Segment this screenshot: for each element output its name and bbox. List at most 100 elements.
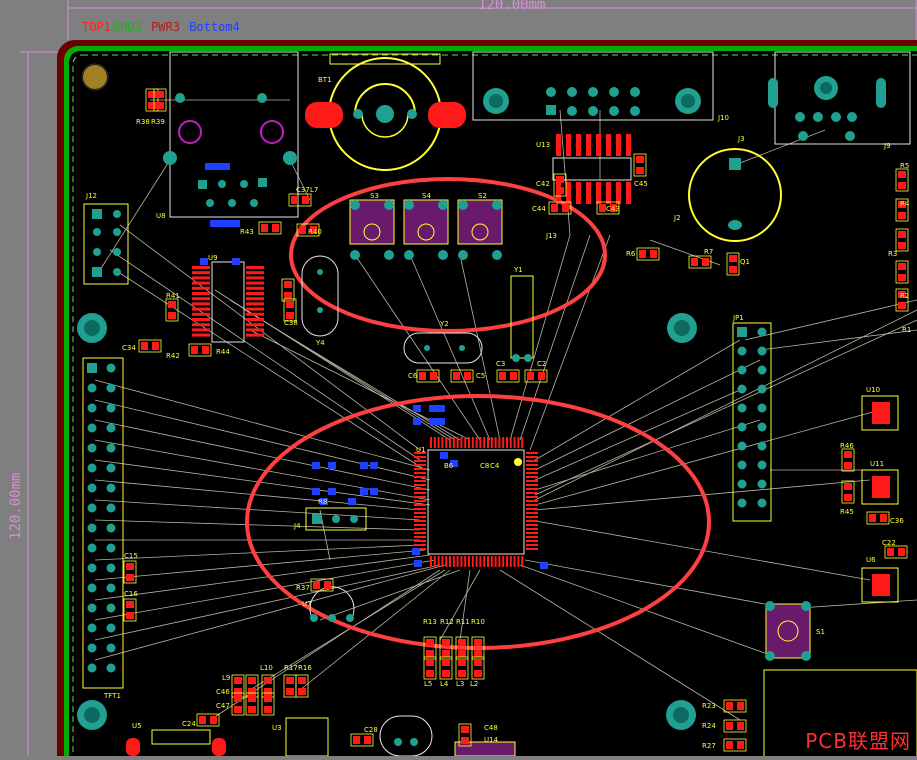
designator-u11: U11 bbox=[870, 460, 884, 468]
designator-c22: C22 bbox=[882, 539, 896, 547]
designator-c36: C36 bbox=[890, 517, 904, 525]
designator-y2: Y2 bbox=[439, 320, 449, 328]
designator-j2: J2 bbox=[673, 214, 681, 222]
designator-r46: R46 bbox=[840, 442, 854, 450]
designator-j4: J4 bbox=[293, 522, 301, 530]
designator-l7: L7 bbox=[310, 186, 318, 194]
designator-y1: Y1 bbox=[513, 266, 523, 274]
designator-r7: R7 bbox=[704, 248, 713, 256]
component-JP1[interactable] bbox=[732, 322, 772, 522]
designator-r43: R43 bbox=[240, 228, 254, 236]
highlight-ellipses bbox=[245, 177, 711, 650]
layer-gnd-label[interactable]: GND2 bbox=[112, 20, 142, 34]
component-S3 bbox=[349, 199, 395, 260]
designator-u8: U8 bbox=[156, 212, 166, 220]
designator-j10: J10 bbox=[717, 114, 729, 122]
designator-r44: R44 bbox=[216, 348, 230, 356]
designator-r13: R13 bbox=[423, 618, 437, 626]
designator-u10: U10 bbox=[866, 386, 880, 394]
designator-l3: L3 bbox=[456, 680, 464, 688]
designator-s2: S2 bbox=[478, 192, 487, 200]
right-ics[interactable] bbox=[861, 395, 899, 603]
bottom-parts[interactable] bbox=[126, 669, 917, 760]
component-S2 bbox=[457, 199, 503, 260]
designator-bt1: BT1 bbox=[318, 76, 332, 84]
dimension-lines bbox=[20, 0, 917, 756]
designator-b6: B6 bbox=[444, 462, 454, 470]
component-U8[interactable] bbox=[163, 51, 299, 227]
designator-c2: C2 bbox=[537, 360, 546, 368]
smd-passives[interactable] bbox=[123, 88, 909, 752]
designator-r16: R16 bbox=[298, 664, 312, 672]
designator-j3: J3 bbox=[737, 135, 745, 143]
designator-l5: L5 bbox=[424, 680, 432, 688]
component-J4[interactable] bbox=[305, 507, 367, 531]
designator-c45: C45 bbox=[634, 180, 648, 188]
designator-c48: C48 bbox=[484, 724, 498, 732]
component-J9[interactable] bbox=[768, 51, 911, 145]
layer-pwr-label[interactable]: PWR3 bbox=[151, 20, 180, 34]
designator-u7: U7 bbox=[302, 600, 312, 608]
designator-c47: C47 bbox=[216, 702, 230, 710]
ratsnest-lines bbox=[94, 99, 917, 721]
designator-c3: C3 bbox=[496, 360, 505, 368]
designator-u3: U3 bbox=[272, 724, 282, 732]
designator-c24: C24 bbox=[182, 720, 196, 728]
bottom-layer-pads bbox=[200, 258, 548, 569]
component-J12[interactable] bbox=[83, 203, 129, 285]
designator-r24: R24 bbox=[702, 722, 716, 730]
height-dimension-label: 120.00mm bbox=[8, 472, 24, 540]
designator-c15: C15 bbox=[124, 552, 138, 560]
designator-u14: U14 bbox=[484, 736, 499, 744]
component-TFT1[interactable] bbox=[82, 357, 124, 689]
designator-c8: C8 bbox=[480, 462, 489, 470]
designator-j9: J9 bbox=[883, 142, 891, 150]
designator-c34: C34 bbox=[122, 344, 136, 352]
designator-l2: L2 bbox=[470, 680, 478, 688]
designator-c37: C37 bbox=[296, 186, 310, 194]
designator-r23: R23 bbox=[702, 702, 716, 710]
component-J3[interactable] bbox=[688, 148, 782, 242]
layer-top-label[interactable]: TOP1 bbox=[82, 20, 111, 34]
designator-c42: C42 bbox=[536, 180, 550, 188]
designator-r8: R8 bbox=[318, 498, 327, 506]
designator-r4: R4 bbox=[900, 200, 910, 208]
designator-r41: R41 bbox=[166, 292, 180, 300]
designator-r17: R17 bbox=[284, 664, 298, 672]
crystals[interactable] bbox=[301, 255, 534, 364]
switch-group[interactable] bbox=[349, 199, 503, 260]
designator-l10: L10 bbox=[260, 664, 273, 672]
designator-c46: C46 bbox=[216, 688, 230, 696]
designator-c43: C43 bbox=[606, 205, 620, 213]
designator-u13: U13 bbox=[536, 141, 550, 149]
designator-u9: U9 bbox=[208, 254, 218, 262]
designator-c28: C28 bbox=[364, 726, 378, 734]
watermark: PCB联盟网 bbox=[805, 729, 911, 753]
component-U7[interactable] bbox=[309, 586, 355, 622]
component-S1[interactable] bbox=[765, 601, 811, 661]
designator-y4: Y4 bbox=[315, 339, 325, 347]
designator-r38: R38 bbox=[136, 118, 150, 126]
component-U1[interactable] bbox=[414, 437, 538, 567]
layer-bottom-label[interactable]: Bottom4 bbox=[189, 20, 240, 34]
component-J10[interactable] bbox=[472, 51, 714, 121]
designator-u1: U1 bbox=[416, 446, 426, 454]
designator-c6: C6 bbox=[408, 372, 418, 380]
designator-r27: R27 bbox=[702, 742, 716, 750]
designator-r10: R10 bbox=[471, 618, 485, 626]
designator-r11: R11 bbox=[456, 618, 470, 626]
designator-q1: Q1 bbox=[740, 258, 750, 266]
designator-c44: C44 bbox=[532, 205, 546, 213]
designator-r45: R45 bbox=[840, 508, 854, 516]
designator-r40: R40 bbox=[308, 228, 322, 236]
designator-r39: R39 bbox=[151, 118, 165, 126]
component-U9[interactable] bbox=[192, 261, 264, 343]
designator-r3: R3 bbox=[888, 250, 897, 258]
component-BT1[interactable] bbox=[305, 53, 466, 171]
designator-j12: J12 bbox=[85, 192, 97, 200]
designator-j13: J13 bbox=[545, 232, 557, 240]
mounting-holes[interactable] bbox=[77, 63, 697, 730]
